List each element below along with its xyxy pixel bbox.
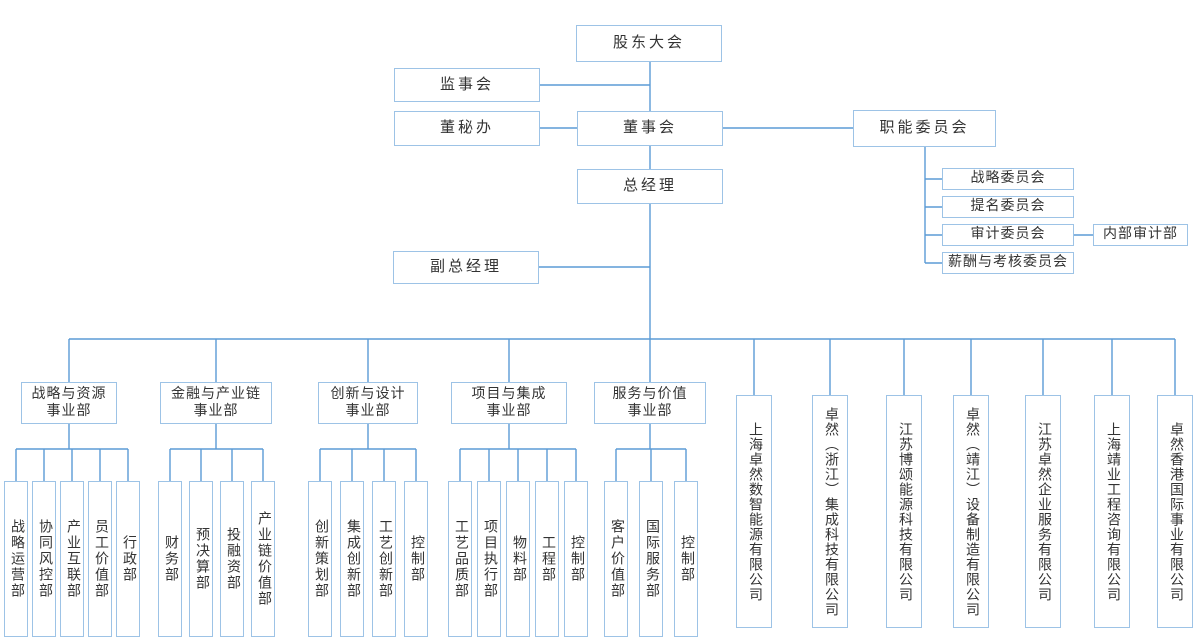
node-label: 内部审计部	[1103, 227, 1178, 243]
department-label: 行政部	[121, 535, 136, 583]
department-box: 控制部	[674, 481, 698, 637]
committee-label: 提名委员会	[970, 199, 1046, 215]
division-project-integration: 项目与集成 事业部	[451, 382, 567, 424]
division-innovation-design: 创新与设计 事业部	[318, 382, 418, 424]
division-label: 创新与设计 事业部	[330, 386, 406, 420]
node-label: 职能委员会	[879, 120, 970, 137]
department-box: 控制部	[564, 481, 588, 637]
subsidiary-label: 上海靖业工程咨询有限公司	[1105, 421, 1120, 602]
committee-label: 薪酬与考核委员会	[948, 255, 1068, 271]
subsidiary-box: 上海靖业工程咨询有限公司	[1094, 395, 1130, 628]
division-label: 项目与集成 事业部	[471, 386, 547, 420]
department-label: 员工价值部	[93, 519, 108, 599]
node-label: 董秘办	[439, 120, 494, 137]
subsidiary-label: 卓然（浙江）集成科技有限公司	[823, 406, 838, 617]
department-box: 国际服务部	[639, 481, 663, 637]
node-shareholders-meeting: 股东大会	[576, 25, 722, 62]
committee-strategy: 战略委员会	[942, 168, 1074, 190]
committee-audit: 审计委员会	[942, 224, 1074, 246]
division-label: 战略与资源 事业部	[31, 386, 107, 420]
department-box: 财务部	[158, 481, 182, 637]
subsidiary-box: 江苏卓然企业服务有限公司	[1025, 395, 1061, 628]
department-label: 国际服务部	[644, 519, 659, 599]
department-box: 预决算部	[189, 481, 213, 637]
department-label: 投融资部	[225, 527, 240, 591]
department-box: 产业链价值部	[251, 481, 275, 637]
department-label: 预决算部	[194, 527, 209, 591]
subsidiary-box: 上海卓然数智能源有限公司	[736, 395, 772, 628]
subsidiary-box: 卓然（靖江）设备制造有限公司	[953, 395, 989, 628]
subsidiary-label: 卓然香港国际事业有限公司	[1168, 421, 1183, 602]
subsidiary-box: 卓然香港国际事业有限公司	[1157, 395, 1193, 628]
division-finance-industry-chain: 金融与产业链 事业部	[160, 382, 272, 424]
node-board-secretary-office: 董秘办	[394, 111, 540, 146]
department-label: 战略运营部	[9, 519, 24, 599]
department-box: 协同风控部	[32, 481, 56, 637]
department-box: 物料部	[506, 481, 530, 637]
department-label: 工程部	[540, 535, 555, 583]
division-service-value: 服务与价值 事业部	[594, 382, 706, 424]
department-label: 客户价值部	[609, 519, 624, 599]
department-label: 集成创新部	[345, 519, 360, 599]
department-box: 控制部	[404, 481, 428, 637]
department-box: 创新策划部	[308, 481, 332, 637]
department-label: 控制部	[679, 535, 694, 583]
committee-remuneration-assessment: 薪酬与考核委员会	[942, 252, 1074, 274]
department-label: 工艺创新部	[377, 519, 392, 599]
department-box: 工艺创新部	[372, 481, 396, 637]
committee-label: 审计委员会	[970, 227, 1046, 243]
division-label: 金融与产业链 事业部	[171, 386, 261, 420]
department-box: 工程部	[535, 481, 559, 637]
department-box: 工艺品质部	[448, 481, 472, 637]
node-label: 监事会	[439, 76, 494, 93]
node-label: 董事会	[622, 120, 677, 137]
committee-nomination: 提名委员会	[942, 196, 1074, 218]
department-label: 项目执行部	[482, 519, 497, 599]
node-deputy-general-manager: 副总经理	[393, 251, 539, 284]
subsidiary-label: 卓然（靖江）设备制造有限公司	[964, 406, 979, 617]
subsidiary-label: 江苏卓然企业服务有限公司	[1036, 421, 1051, 602]
department-label: 财务部	[163, 535, 178, 583]
node-board-of-directors: 董事会	[577, 111, 723, 146]
department-label: 控制部	[409, 535, 424, 583]
department-box: 产业互联部	[60, 481, 84, 637]
department-label: 控制部	[569, 535, 584, 583]
department-label: 产业链价值部	[256, 511, 271, 607]
node-internal-audit-dept: 内部审计部	[1093, 224, 1188, 246]
department-label: 创新策划部	[313, 519, 328, 599]
node-general-manager: 总经理	[577, 169, 723, 204]
department-box: 投融资部	[220, 481, 244, 637]
subsidiary-box: 江苏博颂能源科技有限公司	[886, 395, 922, 628]
department-label: 物料部	[511, 535, 526, 583]
department-box: 集成创新部	[340, 481, 364, 637]
department-label: 协同风控部	[37, 519, 52, 599]
department-box: 项目执行部	[477, 481, 501, 637]
subsidiary-label: 上海卓然数智能源有限公司	[747, 421, 762, 602]
department-label: 工艺品质部	[453, 519, 468, 599]
department-label: 产业互联部	[65, 519, 80, 599]
subsidiary-box: 卓然（浙江）集成科技有限公司	[812, 395, 848, 628]
node-label: 总经理	[622, 178, 677, 195]
node-functional-committees: 职能委员会	[853, 110, 996, 147]
department-box: 行政部	[116, 481, 140, 637]
department-box: 员工价值部	[88, 481, 112, 637]
node-label: 副总经理	[429, 259, 502, 276]
node-supervisory-board: 监事会	[394, 68, 540, 102]
node-label: 股东大会	[612, 35, 685, 52]
division-label: 服务与价值 事业部	[612, 386, 688, 420]
department-box: 客户价值部	[604, 481, 628, 637]
committee-label: 战略委员会	[970, 171, 1046, 187]
department-box: 战略运营部	[4, 481, 28, 637]
division-strategy-resources: 战略与资源 事业部	[21, 382, 117, 424]
subsidiary-label: 江苏博颂能源科技有限公司	[897, 421, 912, 602]
